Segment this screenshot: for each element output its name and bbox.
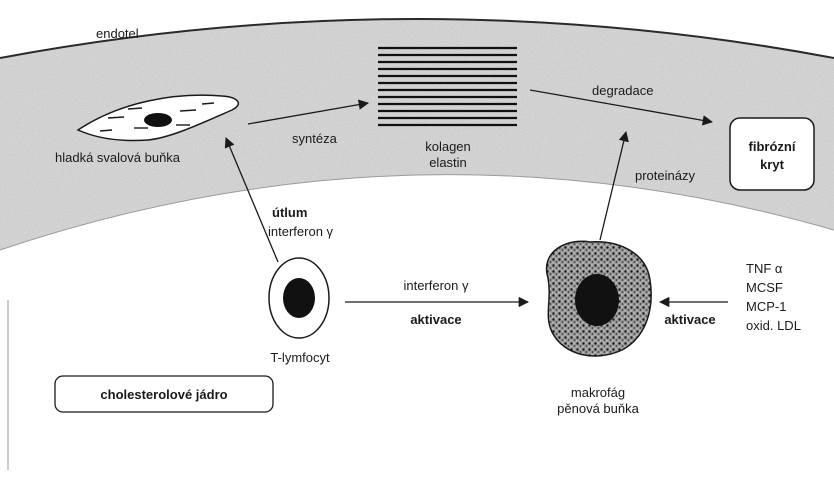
cholesterol-core-box: cholesterolové jádro [55, 376, 273, 412]
proteinazy-label: proteinázy [635, 168, 695, 183]
cytokine-mcsf: MCSF [746, 280, 783, 295]
cytokine-tnf: TNF α [746, 261, 783, 276]
fibrozni-kryt-box: fibrózní kryt [730, 118, 814, 190]
interferon-label-2: interferon γ [403, 278, 469, 293]
macrophage-foam-cell [547, 241, 652, 356]
cytokine-mcp1: MCP-1 [746, 299, 786, 314]
cytokine-list: TNF α MCSF MCP-1 oxid. LDL [746, 261, 801, 333]
kryt-label: kryt [760, 157, 785, 172]
aktivace-label-2: aktivace [664, 312, 715, 327]
kolagen-label: kolagen [425, 139, 471, 154]
aktivace-arrow-right: aktivace [660, 302, 728, 327]
utlum-interferon-label: interferon γ [268, 224, 334, 239]
makrofag-label: makrofág [571, 385, 625, 400]
fibrozni-label: fibrózní [749, 139, 796, 154]
cholesterol-core-label: cholesterolové jádro [100, 387, 227, 402]
elastin-label: elastin [429, 155, 467, 170]
t-lymphocyte [269, 258, 329, 338]
aktivace-label-1: aktivace [410, 312, 461, 327]
t-lymphocyte-label: T-lymfocyt [270, 350, 330, 365]
aktivace-arrow-left: interferon γ aktivace [345, 278, 528, 327]
degradace-label: degradace [592, 83, 653, 98]
penova-bunka-label: pěnová buňka [557, 401, 639, 416]
smooth-muscle-cell-label: hladká svalová buňka [55, 150, 181, 165]
cytokine-oxid-ldl: oxid. LDL [746, 318, 801, 333]
endotel-label: endotel [96, 26, 139, 41]
synteza-label: syntéza [292, 131, 338, 146]
utlum-label: útlum [272, 205, 307, 220]
